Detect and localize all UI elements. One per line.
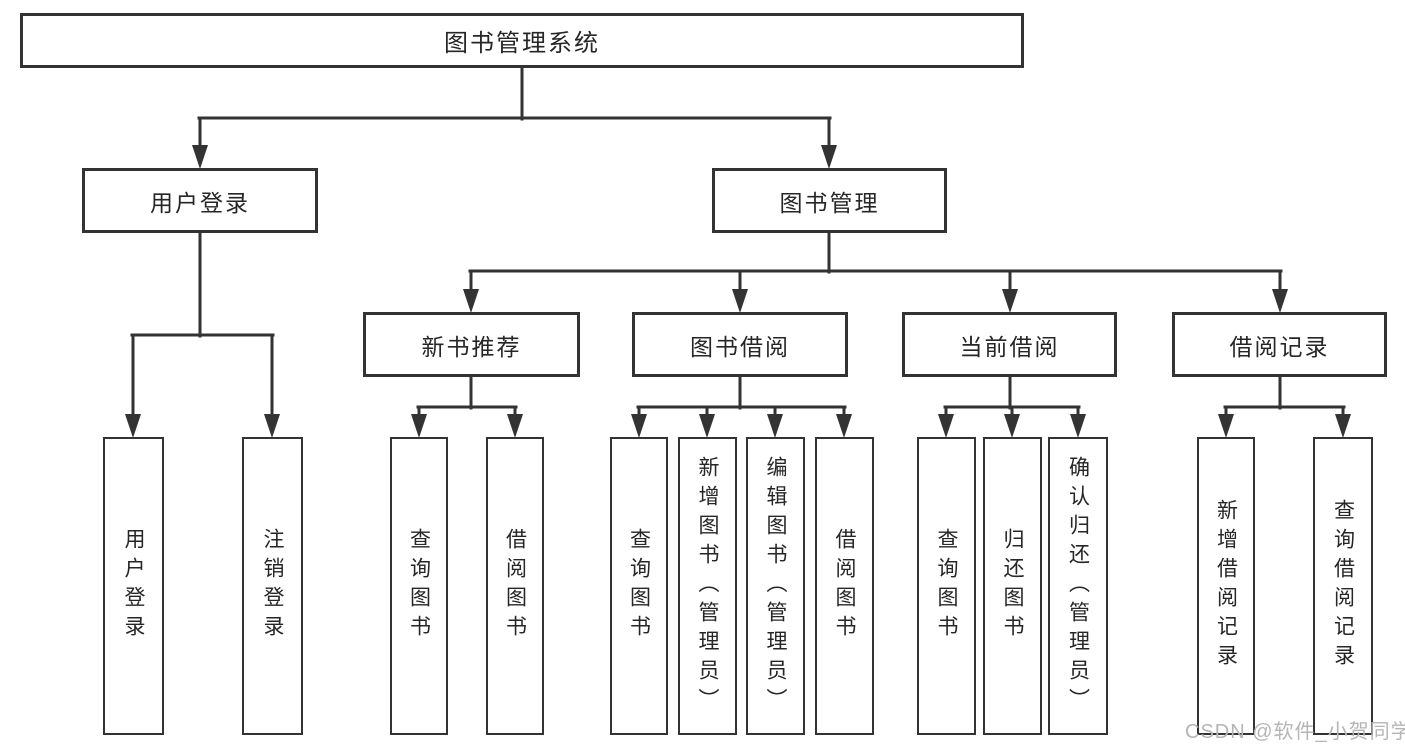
leaf-label: 查询图书 <box>407 528 431 644</box>
node-current-borrow: 当前借阅 <box>902 312 1117 377</box>
leaf-borrow-add-books-admin: 新增图书（管理员） <box>678 437 737 735</box>
leaf-recommend-borrow-books: 借阅图书 <box>486 437 544 735</box>
node-user-login-group: 用户登录 <box>82 168 318 233</box>
leaf-label: 新增借阅记录 <box>1214 499 1238 673</box>
leaf-current-query-books: 查询图书 <box>917 437 976 735</box>
leaf-label: 查询借阅记录 <box>1331 499 1355 673</box>
leaf-label: 归还图书 <box>1001 528 1024 644</box>
leaf-label: 借阅图书 <box>503 528 527 644</box>
leaf-borrow-borrow-books: 借阅图书 <box>815 437 874 735</box>
leaf-label: 确认归还（管理员） <box>1066 455 1090 717</box>
node-book-borrow: 图书借阅 <box>632 312 848 377</box>
leaf-user-login: 用户登录 <box>103 437 164 735</box>
leaf-label: 查询图书 <box>935 528 958 644</box>
leaf-label: 用户登录 <box>122 528 145 644</box>
leaf-label: 新增图书（管理员） <box>696 455 719 717</box>
node-book-management: 图书管理 <box>712 168 947 233</box>
leaf-label: 借阅图书 <box>833 528 856 644</box>
node-borrow-records: 借阅记录 <box>1172 312 1387 377</box>
leaf-records-query-record: 查询借阅记录 <box>1313 437 1373 735</box>
leaf-recommend-query-books: 查询图书 <box>390 437 448 735</box>
leaf-borrow-edit-books-admin: 编辑图书（管理员） <box>746 437 805 735</box>
leaf-current-confirm-return-admin: 确认归还（管理员） <box>1048 437 1108 735</box>
leaf-current-return-books: 归还图书 <box>983 437 1042 735</box>
leaf-borrow-query-books: 查询图书 <box>610 437 668 735</box>
leaf-logout: 注销登录 <box>242 437 303 735</box>
node-system-root: 图书管理系统 <box>20 13 1024 68</box>
node-new-book-recommend: 新书推荐 <box>363 312 580 377</box>
leaf-label: 编辑图书（管理员） <box>764 455 787 717</box>
leaf-label: 查询图书 <box>627 528 651 644</box>
csdn-watermark: CSDN @软件_小贺同学 <box>1185 721 1405 743</box>
leaf-records-add-record: 新增借阅记录 <box>1197 437 1255 735</box>
leaf-label: 注销登录 <box>261 528 284 644</box>
